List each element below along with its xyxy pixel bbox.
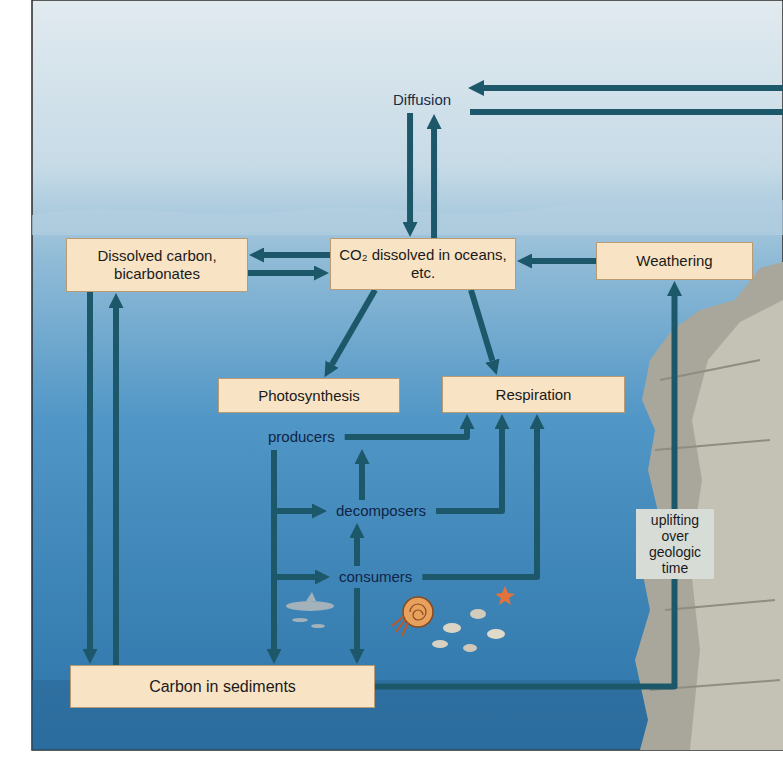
flow-arrow (113, 308, 119, 665)
flow-arrow (345, 429, 467, 437)
edge-label: uplifting over geologic time (640, 512, 710, 576)
flow-arrow (248, 270, 314, 276)
process-box: Weathering (596, 242, 753, 280)
cliff (635, 262, 783, 750)
node-label: consumers (339, 568, 412, 586)
arrow-head (468, 80, 484, 96)
flow-arrow (264, 252, 330, 258)
flow-arrow (532, 258, 596, 264)
diffusion-outflow-line (470, 109, 783, 115)
node-label: decomposers (336, 502, 426, 520)
flow-arrow (422, 429, 537, 577)
process-box: CO₂ dissolved in oceans, etc. (330, 238, 516, 290)
edge-label-patch: uplifting over geologic time (636, 509, 714, 579)
flow-arrow (354, 588, 360, 649)
nautilus-tentacles (392, 616, 408, 636)
flow-arrow (407, 113, 413, 222)
text-node: producers (266, 428, 337, 446)
flow-arrow (431, 129, 437, 238)
process-box: Photosynthesis (218, 378, 400, 413)
small-fish (292, 618, 308, 622)
shell (487, 629, 505, 639)
box-label: Respiration (496, 386, 572, 404)
shark-body (286, 601, 334, 611)
node-label: Diffusion (393, 91, 451, 109)
flow-arrow (274, 450, 315, 577)
flow-arrow (271, 450, 277, 649)
box-label: Photosynthesis (258, 387, 360, 405)
sea-background (32, 0, 783, 750)
process-box: Dissolved carbon, bicarbonates (66, 238, 248, 292)
text-node: decomposers (334, 502, 428, 520)
flow-arrow (375, 296, 675, 687)
flow-arrow (354, 538, 360, 566)
box-label: CO₂ dissolved in oceans, etc. (339, 246, 507, 282)
flow-arrow (87, 292, 93, 649)
diffusion-inflow-line (483, 85, 783, 91)
spacer (468, 74, 783, 102)
shark-fin (306, 592, 316, 601)
flow-arrow (274, 450, 312, 511)
nautilus (392, 597, 433, 636)
shells (432, 609, 505, 652)
shell (470, 609, 486, 619)
process-box: Carbon in sediments (70, 665, 375, 708)
shell (443, 623, 461, 633)
flow-arrow (471, 290, 492, 361)
box-label: Carbon in sediments (149, 677, 296, 696)
shell (432, 640, 448, 648)
nautilus-shell (403, 597, 433, 627)
text-node: consumers (337, 568, 414, 586)
process-box: Respiration (442, 376, 625, 413)
text-node: Diffusion (391, 91, 453, 109)
starfish (495, 586, 515, 605)
node-label: producers (268, 428, 335, 446)
flow-arrow (359, 464, 365, 500)
shell (463, 644, 477, 652)
flow-arrow (436, 429, 502, 511)
small-fish (311, 624, 325, 628)
box-label: Dissolved carbon, bicarbonates (75, 247, 239, 283)
nautilus-spiral (410, 604, 426, 620)
shark (286, 592, 334, 628)
flow-arrow (332, 290, 375, 364)
box-label: Weathering (636, 252, 712, 270)
